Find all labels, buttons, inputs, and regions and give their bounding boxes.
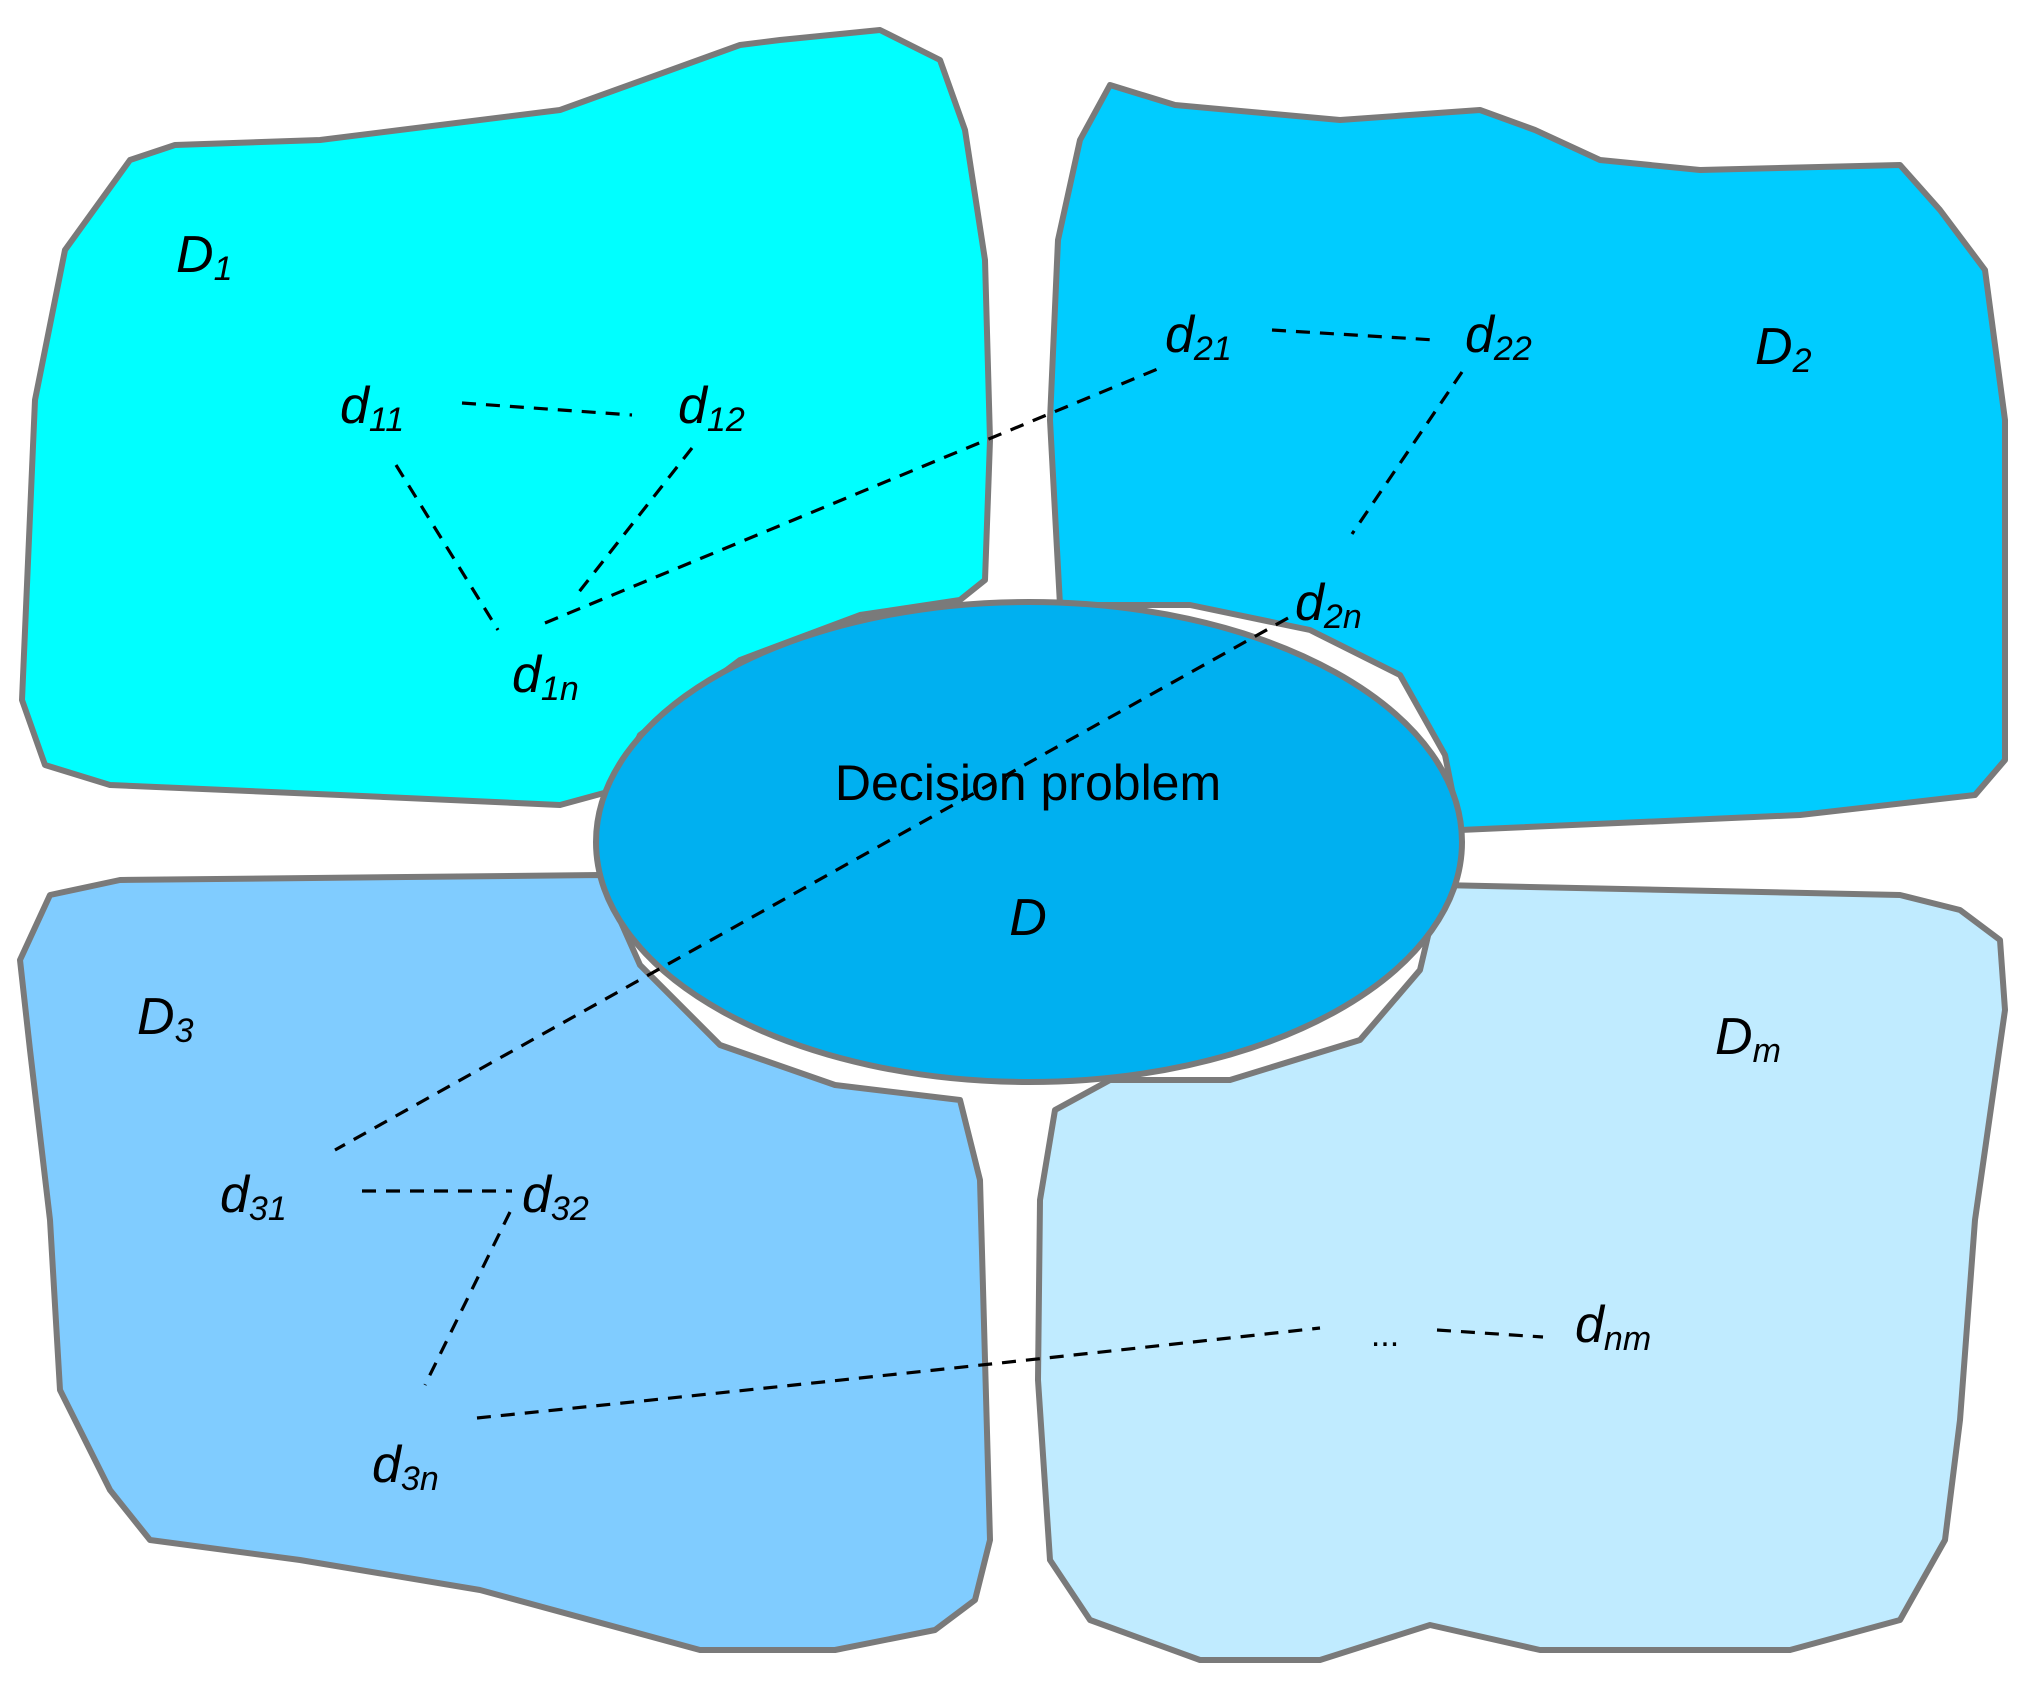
node-label-d21: d21 bbox=[1165, 306, 1232, 368]
node-label-dnm: dnm bbox=[1575, 1296, 1651, 1358]
node-label-d2n: d2n bbox=[1295, 574, 1362, 636]
domain-label-dm: Dm bbox=[1715, 1008, 1781, 1070]
node-label-d11: d11 bbox=[340, 377, 404, 439]
node-label-d31: d31 bbox=[220, 1166, 287, 1228]
ellipsis-label: ... bbox=[1371, 1316, 1399, 1354]
link-d2n-d31 bbox=[334, 616, 1289, 1152]
link-d22-d2n bbox=[1350, 371, 1464, 535]
node-label-d32: d32 bbox=[522, 1166, 589, 1228]
link-d1n-d21 bbox=[544, 366, 1161, 625]
decision-problem-symbol: D bbox=[1009, 889, 1047, 947]
link-d32-d3n bbox=[423, 1211, 512, 1386]
node-label-d12: d12 bbox=[678, 377, 745, 439]
domain-d1-region bbox=[19, 27, 993, 808]
link-d12-d1n bbox=[573, 447, 694, 598]
node-label-d1n: d1n bbox=[512, 646, 579, 708]
domain-label-d3: D3 bbox=[137, 988, 194, 1050]
domain-label-d2: D2 bbox=[1755, 318, 1812, 380]
link-ellipsis-dnm bbox=[1436, 1328, 1544, 1339]
domain-label-d1: D1 bbox=[176, 226, 232, 288]
link-d11-d12 bbox=[461, 401, 633, 417]
domain-d3-region bbox=[17, 872, 993, 1653]
links bbox=[334, 328, 1544, 1420]
decision-problem-title: Decision problem bbox=[835, 755, 1221, 811]
link-d11-d1n bbox=[394, 464, 500, 631]
decision-problem-ellipse bbox=[593, 599, 1465, 1085]
node-label-d3n: d3n bbox=[372, 1436, 439, 1498]
link-d21-d22 bbox=[1271, 328, 1436, 342]
domain-dm-region bbox=[1035, 882, 2008, 1663]
node-label-d22: d22 bbox=[1465, 306, 1532, 368]
domain-d2-region bbox=[1047, 82, 2008, 833]
